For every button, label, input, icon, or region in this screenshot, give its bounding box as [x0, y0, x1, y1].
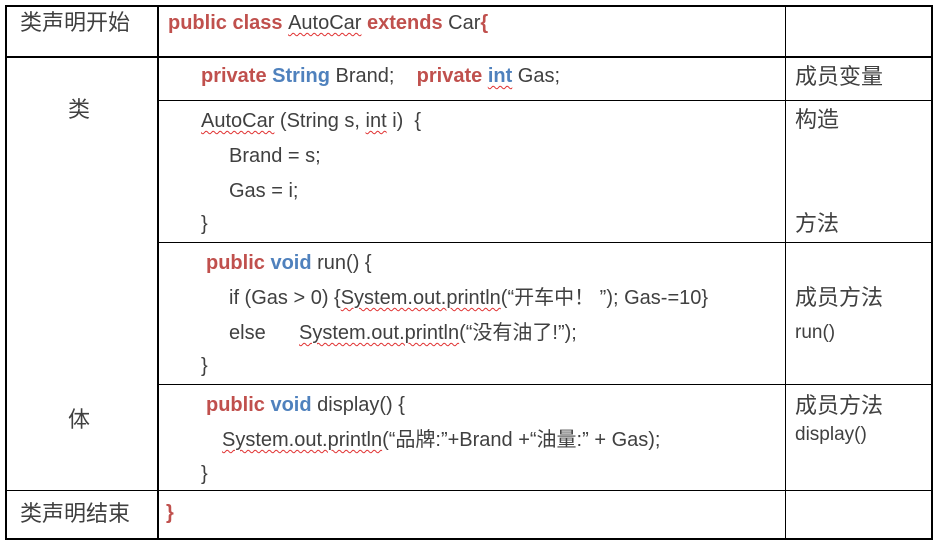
- code-token: extends: [361, 12, 449, 34]
- code-token: String: [272, 65, 330, 87]
- class-body-label-top: 类: [68, 97, 91, 122]
- code-token: Brand;: [329, 65, 417, 87]
- code-token: (“没有油了!”);: [459, 322, 577, 344]
- code-token: System.out.println: [340, 287, 501, 309]
- code-line: }: [201, 354, 208, 378]
- code-token: (“开车中！ ”); Gas-=10}: [500, 287, 709, 309]
- code-token: void: [270, 394, 312, 416]
- code-token: display() {: [311, 394, 405, 416]
- code-line: private String Brand; private int Gas;: [201, 64, 560, 88]
- table-border: [157, 5, 159, 540]
- code-line: AutoCar (String s, int i) {: [201, 109, 421, 133]
- code-token: Car: [448, 12, 481, 34]
- code-token: {: [480, 12, 489, 34]
- run-method-label: 成员方法: [795, 285, 884, 310]
- code-line: if (Gas > 0) {System.out.println(“开车中！ ”…: [229, 286, 708, 310]
- table-border: [5, 490, 933, 491]
- code-token: private: [201, 65, 273, 87]
- code-token: private: [416, 65, 488, 87]
- table-border: [931, 5, 933, 540]
- code-token: AutoCar: [201, 110, 275, 132]
- code-line: Gas = i;: [229, 179, 298, 203]
- run-method-name: run(): [795, 322, 836, 343]
- display-method-name: display(): [795, 424, 867, 445]
- code-token: (String s,: [274, 110, 366, 132]
- code-line: }: [201, 462, 208, 486]
- code-token: Brand = s;: [229, 145, 321, 167]
- code-token: }: [201, 213, 208, 235]
- class-end-label: 类声明结束: [20, 501, 131, 526]
- code-line: }: [201, 212, 208, 236]
- code-token: int: [365, 110, 387, 132]
- member-variable-label: 成员变量: [795, 64, 884, 89]
- code-token: i) {: [386, 110, 422, 132]
- code-token: }: [166, 502, 174, 524]
- code-token: void: [270, 252, 312, 274]
- code-token: public: [206, 394, 271, 416]
- class-start-label: 类声明开始: [20, 10, 131, 35]
- code-token: int: [487, 65, 513, 87]
- table-border: [5, 5, 7, 540]
- table-border: [785, 5, 786, 540]
- code-token: run() {: [311, 252, 372, 274]
- code-token: (“品牌:”+Brand +“油量:” + Gas);: [382, 429, 661, 451]
- code-token: public class: [168, 12, 289, 34]
- table-border: [5, 5, 933, 7]
- code-line: }: [166, 501, 174, 525]
- code-token: else: [229, 322, 300, 344]
- code-line: else System.out.println(“没有油了!”);: [229, 321, 577, 345]
- code-token: }: [201, 355, 208, 377]
- table-border: [158, 100, 933, 101]
- code-token: }: [201, 463, 208, 485]
- code-line: System.out.println(“品牌:”+Brand +“油量:” + …: [222, 428, 660, 452]
- class-body-label-bottom: 体: [68, 407, 91, 432]
- code-token: public: [206, 252, 271, 274]
- code-token: Gas = i;: [229, 180, 299, 202]
- code-token: System.out.println: [299, 322, 460, 344]
- table-border: [158, 242, 933, 243]
- constructor-method-label: 方法: [795, 211, 840, 236]
- code-line: Brand = s;: [229, 144, 321, 168]
- constructor-label: 构造: [795, 107, 840, 132]
- table-border: [5, 56, 933, 58]
- code-line: public class AutoCar extends Car{: [168, 11, 488, 35]
- table-border: [5, 538, 933, 540]
- display-method-label: 成员方法: [795, 393, 884, 418]
- code-token: AutoCar: [288, 12, 362, 34]
- code-token: Gas;: [512, 65, 561, 87]
- table-border: [158, 384, 933, 385]
- code-token: if (Gas > 0) {: [229, 287, 341, 309]
- code-line: public void run() {: [206, 251, 372, 275]
- code-line: public void display() {: [206, 393, 405, 417]
- code-token: System.out.println: [222, 429, 383, 451]
